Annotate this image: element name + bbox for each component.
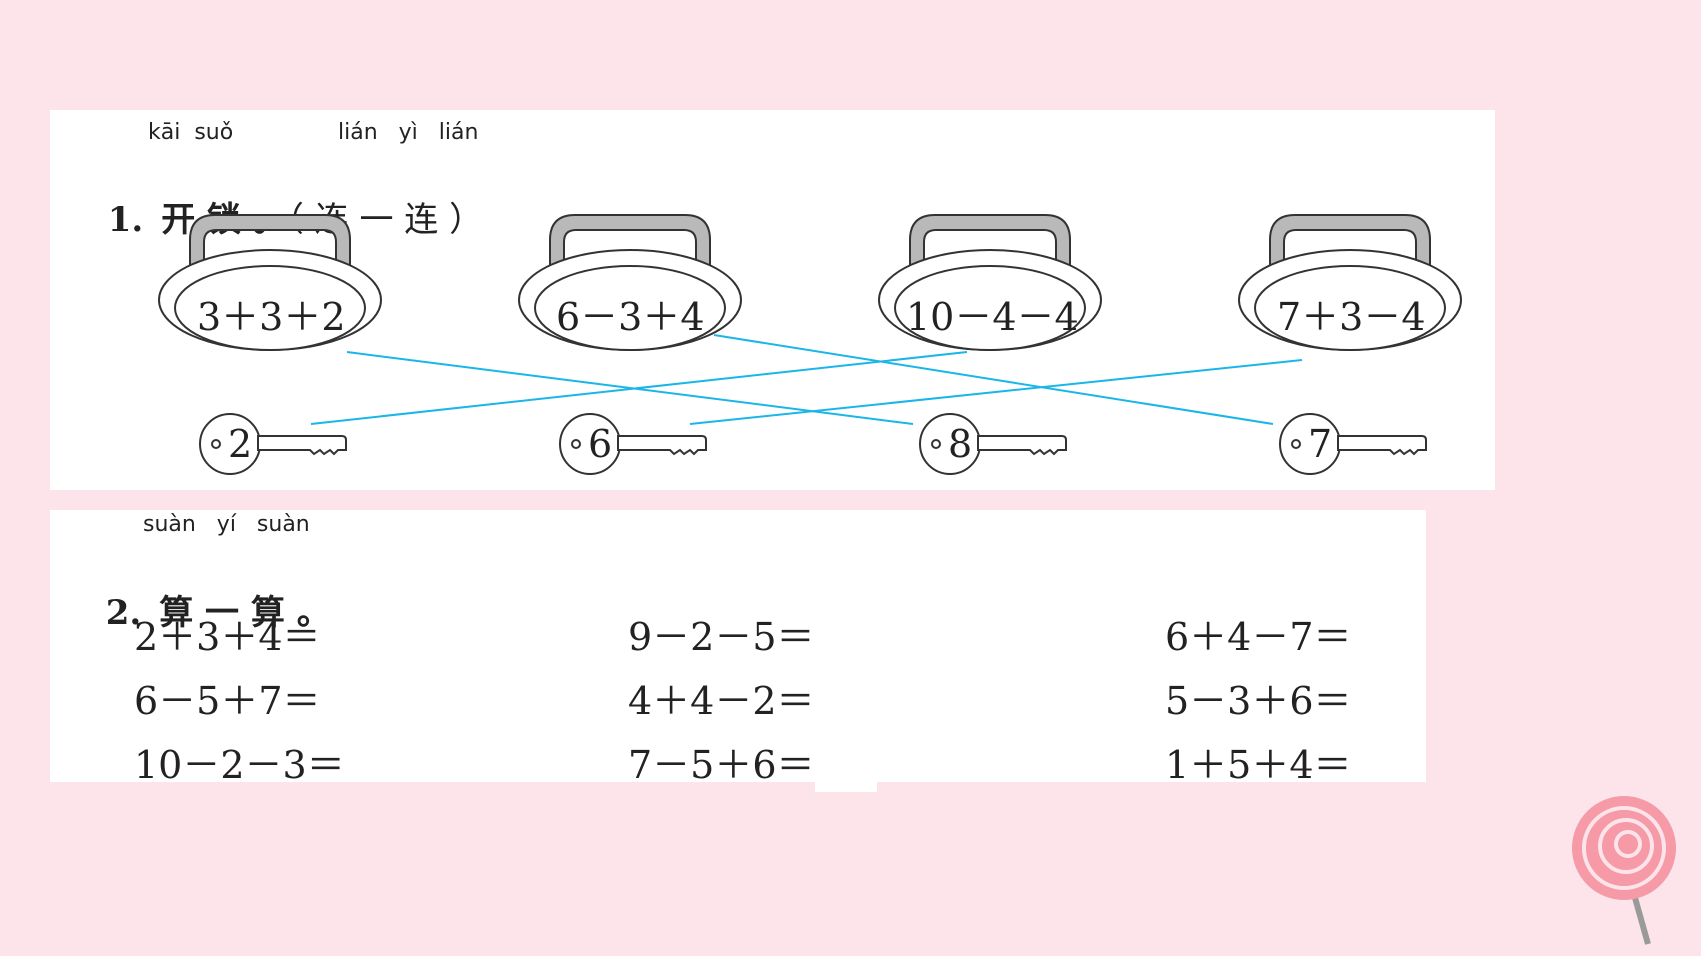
lock-3-icon [878,214,1102,351]
line-lock2-key7 [713,334,1274,425]
q2-title: 2. 算 一 算 。 [82,545,331,634]
lock-2-icon [518,214,742,351]
lock-4-icon [1238,214,1462,351]
q2-period: 。 [296,593,331,633]
equation-c2-r2: 4＋4－2＝ [628,679,815,723]
lock-1-icon [158,214,382,351]
line-lock4-key6 [689,359,1303,425]
line-lock3-key2 [310,351,968,425]
q1-number: 1. [107,200,144,240]
q2-pinyin: suàn yí suàn [143,512,310,537]
lock-3-expression: 10－4－4 [906,295,1079,339]
key-3-number: 8 [948,422,973,466]
equation-c3-r2: 5－3＋6＝ [1165,679,1352,723]
q1-pinyin-kaisuo: kāi suǒ [148,120,234,145]
equation-c1-r3: 10－2－3＝ [134,743,345,787]
equation-c1-r1: 2＋3＋4＝ [134,615,321,659]
equation-c2-r3: 7－5＋6＝ [628,743,815,787]
key-2-icon [559,413,707,475]
q1-pinyin-lianyilian: lián yì lián [338,120,479,145]
key-1-number: 2 [228,422,253,466]
key-1-icon [199,413,347,475]
lock-1-expression: 3＋3＋2 [197,295,346,339]
lock-2-expression: 6－3＋4 [556,295,705,339]
equation-c2-r1: 9－2－5＝ [628,615,815,659]
panel-tab [815,780,877,792]
lock-4-expression: 7＋3－4 [1277,295,1426,339]
key-3-icon [919,413,1067,475]
equation-c3-r1: 6＋4－7＝ [1165,615,1352,659]
lollipop-icon [1572,796,1676,945]
key-4-icon [1279,413,1427,475]
question-2-panel [50,510,1426,782]
key-2-number: 6 [588,422,613,466]
key-4-number: 7 [1308,422,1333,466]
equation-c3-r3: 1＋5＋4＝ [1165,743,1352,787]
answer-lines [310,334,1303,425]
equation-c1-r2: 6－5＋7＝ [134,679,321,723]
q2-title-text: 算 一 算 [159,593,285,633]
q2-number: 2. [105,593,142,633]
